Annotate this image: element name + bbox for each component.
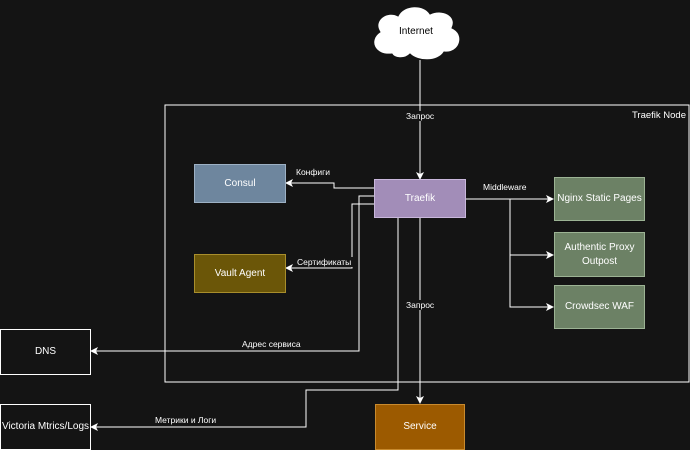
edge-label-service-address: Адрес сервиса <box>240 339 303 349</box>
traefik-node[interactable]: Traefik <box>374 179 466 218</box>
victoria-metrics-logs-node[interactable]: Victoria Mtrics/Logs <box>0 404 91 450</box>
edge-configs <box>285 179 374 189</box>
edge-certificates <box>285 203 374 272</box>
nginx-static-pages-node[interactable]: Nginx Static Pages <box>554 177 645 221</box>
edge-service-address <box>90 195 374 355</box>
authentic-proxy-outpost-node[interactable]: Authentic Proxy Outpost <box>554 232 645 277</box>
edge-middleware-authentic <box>509 199 554 259</box>
edge-label-configs: Конфиги <box>294 167 332 177</box>
edge-label-request-out: Запрос <box>404 300 437 310</box>
edge-label-request-in: Запрос <box>404 111 437 121</box>
edge-label-certificates: Сертификаты <box>295 257 354 267</box>
consul-node[interactable]: Consul <box>194 164 286 203</box>
dns-node[interactable]: DNS <box>0 329 91 375</box>
internet-cloud-shape <box>373 6 461 61</box>
edge-label-middleware: Middleware <box>481 182 529 192</box>
traefik-node-group-border <box>164 104 690 383</box>
crowdsec-waf-node[interactable]: Crowdsec WAF <box>554 285 645 329</box>
vault-agent-node[interactable]: Vault Agent <box>194 254 286 293</box>
edge-label-metrics-logs: Метрики и Логи <box>153 415 219 425</box>
traefik-node-group-label: Traefik Node <box>631 109 686 121</box>
service-node[interactable]: Service <box>375 404 465 450</box>
edge-metrics-logs <box>90 218 399 431</box>
edge-middleware-crowdsec <box>509 255 554 311</box>
internet-node-label: Internet <box>399 26 433 38</box>
